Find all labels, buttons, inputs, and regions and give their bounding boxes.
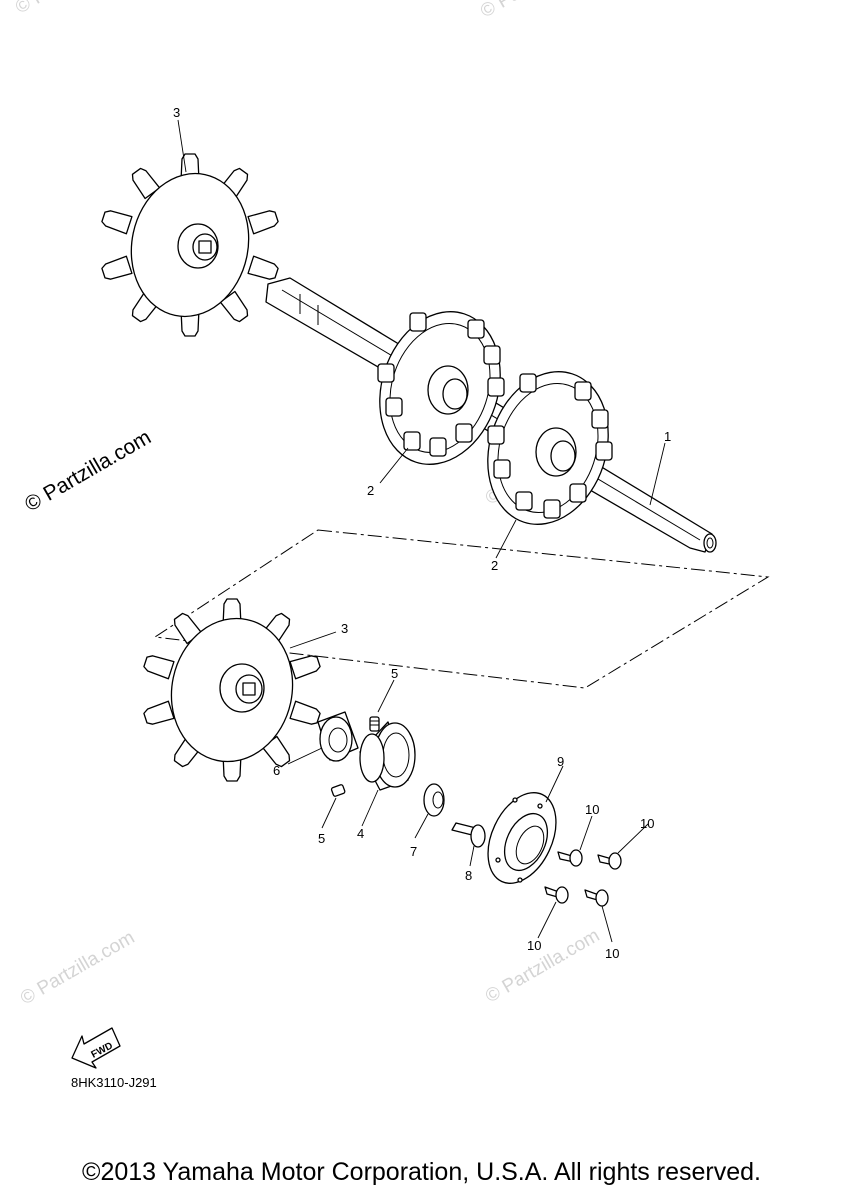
housing-bolt-a <box>557 849 583 867</box>
plug <box>423 783 445 817</box>
track-sprocket-left <box>377 311 505 465</box>
callout-2-left: 2 <box>367 483 374 498</box>
callout-10-b: 10 <box>640 816 654 831</box>
callout-10-a: 10 <box>585 802 599 817</box>
watermark-faint-5: © Partzilla.com <box>482 925 603 1007</box>
callout-9: 9 <box>557 754 564 769</box>
watermark-faint-1: © Partzilla.com <box>12 0 133 18</box>
exploded-view-boundary <box>153 529 770 689</box>
callout-3-bottom: 3 <box>341 621 348 636</box>
diagram-code: 8HK3110-J291 <box>71 1075 157 1090</box>
callout-5-top: 5 <box>391 666 398 681</box>
callout-8: 8 <box>465 868 472 883</box>
housing-bolt-d <box>584 889 609 907</box>
set-screw-top <box>369 716 380 732</box>
callout-1: 1 <box>664 429 671 444</box>
bearing <box>359 721 416 791</box>
flange-bolt <box>451 822 486 848</box>
outer-sprocket-bottom <box>142 598 322 782</box>
housing-bolt-c <box>544 886 569 904</box>
callout-10-c: 10 <box>527 938 541 953</box>
callout-2-right: 2 <box>491 558 498 573</box>
watermark-main: © Partzilla.com <box>21 426 155 517</box>
set-screw-bottom <box>330 784 346 797</box>
outer-sprocket-top <box>100 153 280 337</box>
callout-10-d: 10 <box>605 946 619 961</box>
bearing-housing <box>487 792 557 884</box>
callout-3-top: 3 <box>173 105 180 120</box>
callout-7: 7 <box>410 844 417 859</box>
callout-5-bottom: 5 <box>318 831 325 846</box>
leader-lines <box>177 119 666 943</box>
callout-4: 4 <box>357 826 364 841</box>
track-sprocket-right <box>487 371 613 525</box>
copyright-notice: ©2013 Yamaha Motor Corporation, U.S.A. A… <box>82 1158 761 1186</box>
watermark-faint-2: © Partzilla.com <box>477 0 598 22</box>
collar <box>317 711 359 762</box>
callout-6: 6 <box>273 763 280 778</box>
housing-bolt-b <box>597 852 622 870</box>
fwd-arrow-icon: FWD <box>71 1027 121 1069</box>
watermark-faint-4: © Partzilla.com <box>17 927 138 1009</box>
